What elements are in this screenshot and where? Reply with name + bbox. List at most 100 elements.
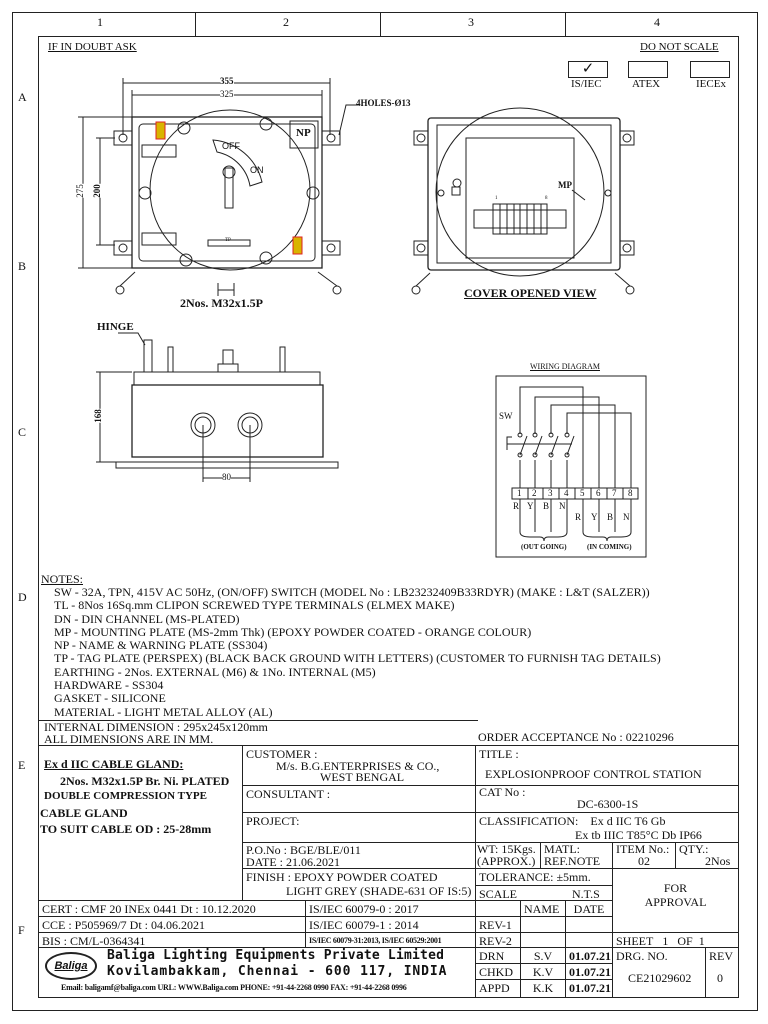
frame-col-4: 4 [654, 15, 660, 29]
on-label: ON [250, 165, 264, 175]
rev-cell: REV 0 [705, 947, 739, 998]
company-block: Baliga Baliga Lighting Equipments Privat… [38, 947, 476, 998]
date: 01.07.21 [569, 981, 611, 995]
signoff-drn-role: DRN [475, 947, 521, 964]
cert-cell: CERT : CMF 20 INEx 0441 Dt : 10.12.2020 [38, 900, 306, 917]
date-header: DATE [565, 900, 613, 917]
cce-cell: CCE : P505969/7 Dt : 04.06.2021 [38, 916, 306, 933]
classification-cell: CLASSIFICATION: Ex d IIC T6 Gb Ex tb III… [475, 812, 739, 843]
cat-cell: CAT No : DC-6300-1S [475, 785, 739, 813]
title-label: TITLE : [479, 747, 519, 761]
terminal-8: 8 [628, 488, 633, 498]
tag-plate-label: TP [225, 238, 231, 243]
item-label: ITEM No.: [616, 842, 670, 856]
gland-heading: Ex d IIC CABLE GLAND: [44, 757, 184, 771]
frame-row-E: E [18, 758, 26, 772]
out-phase-n: N [559, 501, 566, 511]
note-line: TP - TAG PLATE (PERSPEX) (BLACK BACK GRO… [54, 651, 661, 666]
rev1-row: REV-1 [475, 916, 521, 933]
classification-label: CLASSIFICATION: [479, 814, 579, 828]
sheet-cell: SHEET 1 OF 1 [612, 932, 739, 948]
signoff-appd-role: APPD [475, 979, 521, 998]
frame-row-C: C [18, 425, 27, 439]
holes-label: 4HOLES-Ø13 [356, 98, 411, 108]
std2-cell: IS/IEC 60079-1 : 2014 [305, 916, 476, 933]
tolerance-cell: TOLERANCE: ±5mm. [475, 868, 613, 886]
scale-value: N.T.S [572, 887, 600, 901]
bis-cell: BIS : CM/L-0364341 [38, 932, 306, 948]
cert-checkbox-atex [628, 61, 668, 78]
drg-label: DRG. NO. [616, 949, 668, 963]
frame-row-D: D [18, 590, 27, 604]
std1-cell: IS/IEC 60079-0 : 2017 [305, 900, 476, 917]
drawing-number-cell: DRG. NO. CE21029602 [612, 947, 706, 998]
wiring-title: WIRING DIAGRAM [530, 362, 600, 371]
classification-gas: Ex d IIC T6 Gb [590, 814, 666, 828]
item-number: 02 [638, 854, 650, 868]
wiring-diagram [495, 375, 647, 558]
finish-line-1: FINISH : EPOXY POWDER COATED [246, 870, 438, 884]
mp-label: MP [558, 180, 572, 190]
rev2-date [565, 932, 613, 948]
notes-separator [38, 720, 478, 721]
rev-label: REV [709, 949, 733, 963]
name-header-text: NAME [524, 902, 560, 916]
dim-325: 325 [220, 89, 234, 99]
company-logo: Baliga [45, 952, 97, 980]
terminal-1: 1 [517, 488, 522, 498]
dim-355: 355 [220, 76, 234, 86]
rev1-name [520, 916, 566, 933]
cert-label-iecex: IECEx [696, 78, 726, 90]
outer-border [12, 12, 758, 1011]
do-not-scale-note: DO NOT SCALE [640, 41, 719, 53]
terminal-first-label: 1 [495, 196, 498, 201]
signoff-chkd-date: 01.07.21 [565, 963, 613, 980]
standard-2: IS/IEC 60079-1 : 2014 [309, 918, 419, 932]
customer-location: WEST BENGAL [320, 770, 405, 784]
frame-col-1: 1 [97, 15, 103, 29]
frame-row-F: F [18, 923, 25, 937]
nameplate-label: NP [296, 127, 311, 139]
company-address: Kovilambakkam, Chennai - 600 117, INDIA [107, 964, 448, 979]
order-acceptance: ORDER ACCEPTANCE No : 02210296 [478, 730, 674, 744]
signoff-appd-name: K.K [520, 979, 566, 998]
in-phase-y: Y [591, 512, 598, 522]
po-cell: P.O.No : BGE/BLE/011 DATE : 21.06.2021 [242, 842, 476, 869]
in-phase-n: N [623, 512, 630, 522]
project-label: PROJECT: [246, 814, 300, 828]
rev2-label: REV-2 [479, 934, 512, 948]
internal-dimension: INTERNAL DIMENSION : 295x245x120mm [44, 720, 268, 734]
weight: WT: 15Kgs. [477, 842, 536, 856]
terminal-3: 3 [548, 488, 553, 498]
signoff-chkd-role: CHKD [475, 963, 521, 980]
std3-cell: IS/IEC 60079-31:2013, IS/IEC 60529:2001 [305, 932, 476, 948]
gland-line-4: TO SUIT CABLE OD : 25-28mm [40, 822, 212, 836]
outgoing-label: (OUT GOING) [521, 543, 567, 551]
status-line-2: APPROVAL [644, 895, 707, 909]
cert-label-isiec: IS/IEC [571, 78, 602, 90]
terminal-4: 4 [564, 488, 569, 498]
gland-line-1: 2Nos. M32x1.5P Br. Ni. PLATED [60, 774, 230, 788]
note-line: TL - 8Nos 16Sq.mm CLIPON SCREWED TYPE TE… [54, 598, 455, 613]
title-cell: TITLE : EXPLOSIONPROOF CONTROL STATION [475, 745, 739, 786]
cat-number: DC-6300-1S [577, 797, 639, 811]
hinge-label: HINGE [97, 321, 134, 333]
frame-col-divider [195, 12, 196, 36]
in-phase-r: R [575, 512, 582, 522]
finish-cell: FINISH : EPOXY POWDER COATED LIGHT GREY … [242, 868, 476, 901]
in-phase-b: B [607, 512, 614, 522]
name: K.V [532, 965, 554, 979]
rev2-row: REV-2 [475, 932, 521, 948]
cover-opened-view [411, 107, 635, 295]
incoming-label: (IN COMING) [587, 543, 632, 551]
sheet-number: 1 [662, 934, 669, 948]
name: S.V [533, 949, 553, 963]
material-label: MATL: [544, 842, 580, 856]
rev1-label: REV-1 [479, 918, 512, 932]
customer-name: M/s. B.G.ENTERPRISES & CO., [276, 759, 440, 773]
dim-168: 168 [92, 409, 103, 423]
classification-dust: Ex tb IIIC T85°C Db IP66 [575, 828, 702, 842]
signoff-appd-date: 01.07.21 [565, 979, 613, 998]
frame-row-B: B [18, 259, 27, 273]
